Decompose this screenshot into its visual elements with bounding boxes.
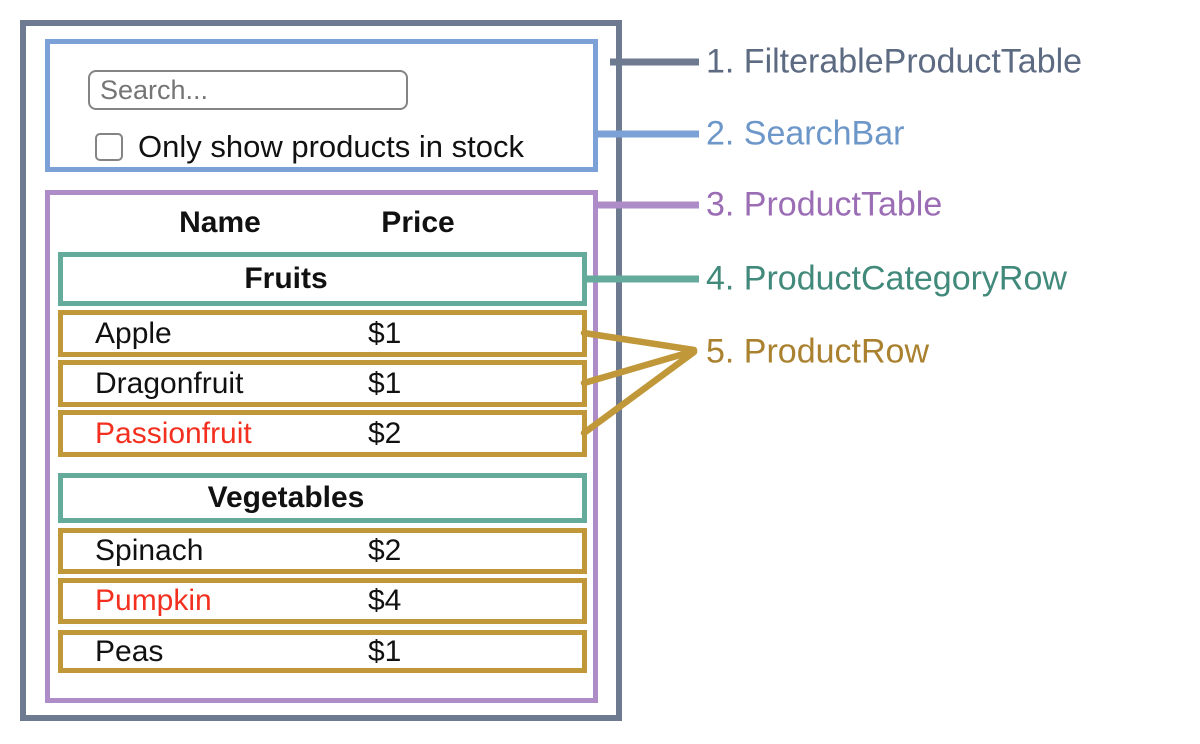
product-row-apple: Apple $1 (58, 310, 587, 357)
legend-filterable-product-table: 1. FilterableProductTable (706, 42, 1083, 81)
legend-search-bar: 2. SearchBar (706, 114, 905, 153)
product-name: Dragonfruit (95, 366, 244, 400)
legend-product-category-row: 4. ProductCategoryRow (706, 259, 1067, 298)
filterable-product-table-box: Only show products in stock Name Price F… (20, 20, 622, 721)
product-name: Spinach (95, 534, 204, 567)
in-stock-checkbox[interactable] (95, 133, 123, 161)
product-name: Apple (95, 316, 172, 350)
product-price: $2 (368, 534, 402, 567)
product-row-peas: Peas $1 (58, 630, 587, 673)
product-price: $1 (368, 366, 402, 400)
product-price: $2 (368, 416, 402, 450)
column-header-name: Name (179, 206, 261, 239)
search-input[interactable] (88, 70, 408, 110)
product-name: Pumpkin (95, 584, 212, 617)
product-name: Passionfruit (95, 416, 252, 450)
product-price: $1 (368, 316, 402, 350)
legend-product-row: 5. ProductRow (706, 332, 929, 371)
product-row-pumpkin: Pumpkin $4 (58, 578, 587, 624)
category-label: Vegetables (207, 481, 365, 514)
product-price: $4 (368, 584, 402, 617)
product-name: Peas (95, 634, 164, 668)
product-row-spinach: Spinach $2 (58, 528, 587, 574)
category-label: Fruits (244, 262, 328, 295)
product-row-passionfruit: Passionfruit $2 (58, 410, 587, 457)
search-bar-box: Only show products in stock (45, 39, 598, 172)
product-price: $1 (368, 634, 402, 668)
legend-product-table: 3. ProductTable (706, 185, 943, 224)
product-category-row-fruits: Fruits (58, 252, 587, 306)
product-row-dragonfruit: Dragonfruit $1 (58, 360, 587, 407)
in-stock-checkbox-label: Only show products in stock (138, 129, 524, 164)
column-header-price: Price (381, 206, 455, 239)
product-table-box: Name Price Fruits Apple $1 Dragonfruit $… (45, 190, 598, 703)
product-category-row-vegetables: Vegetables (58, 473, 587, 523)
